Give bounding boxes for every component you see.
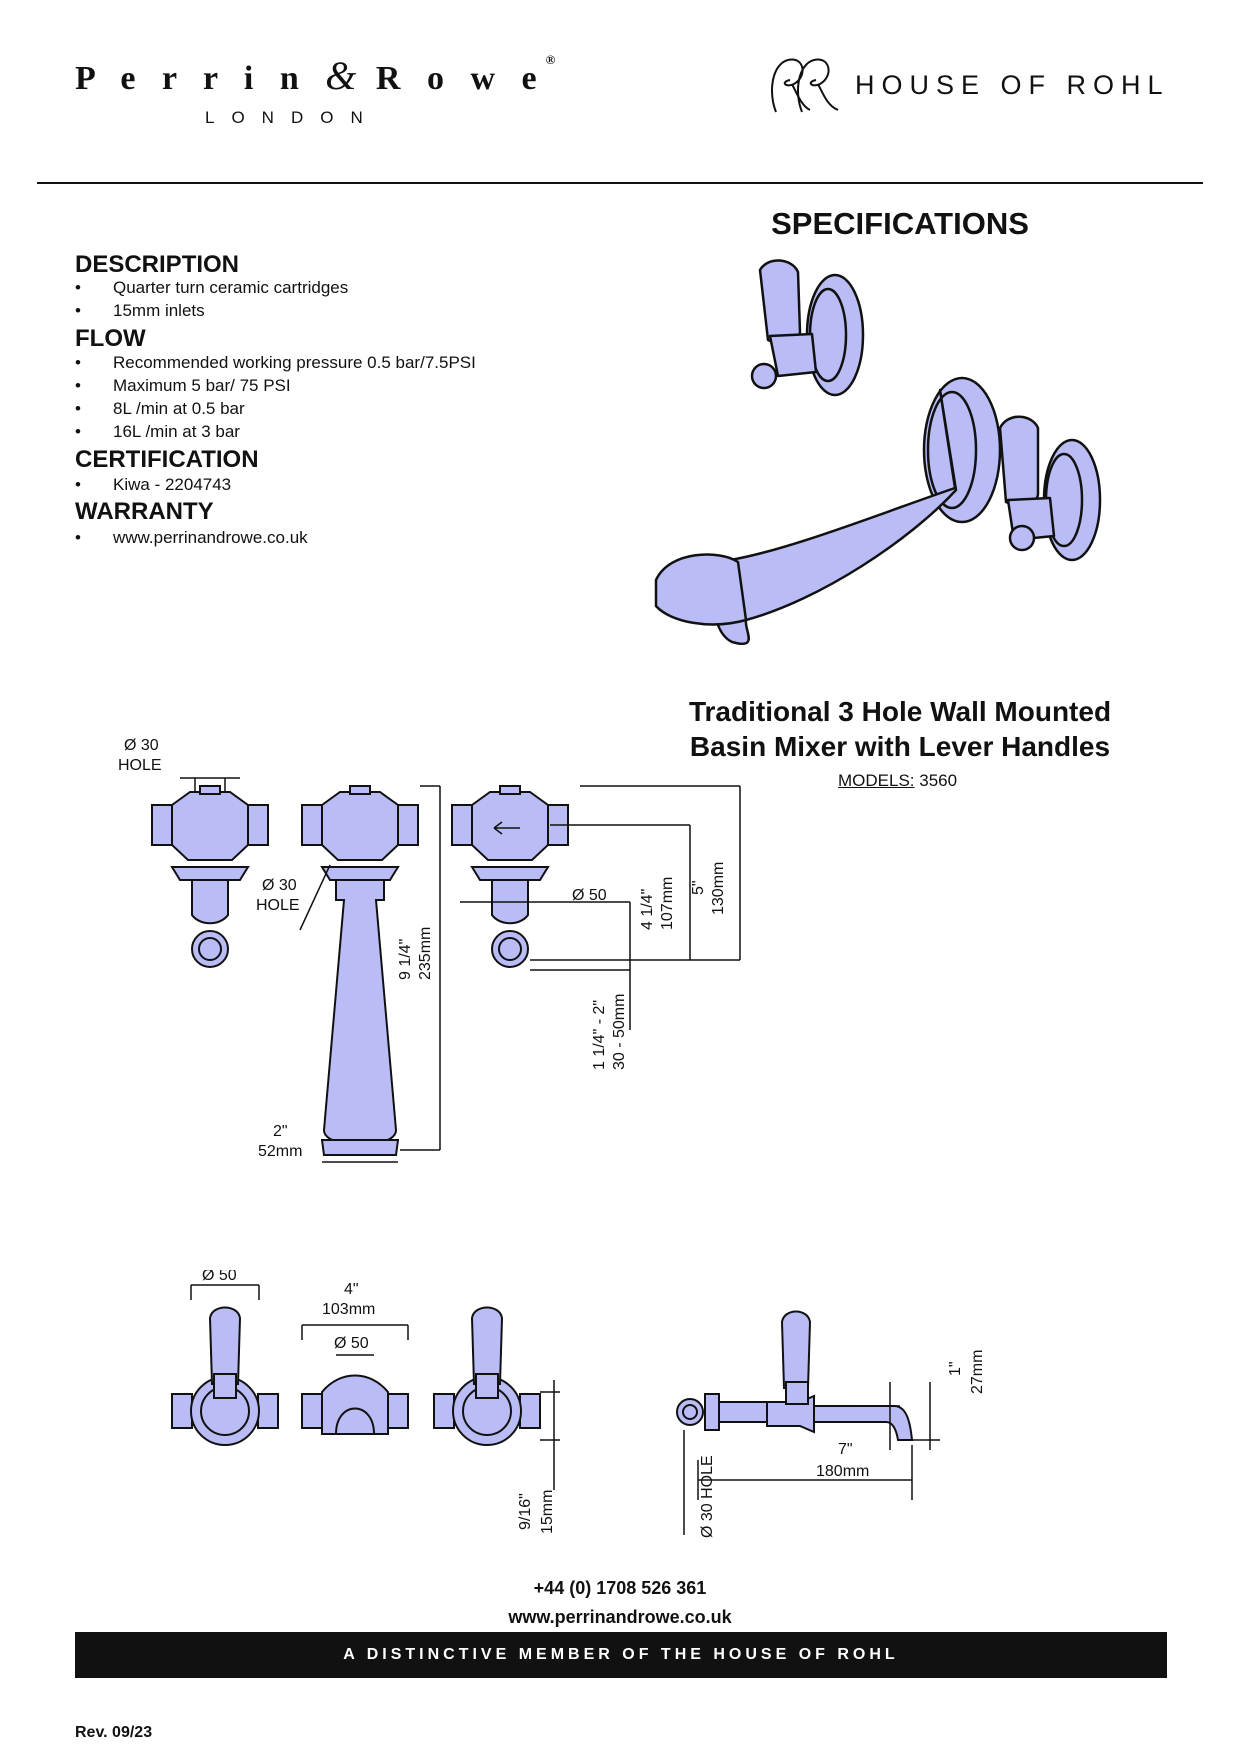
list-item: •Quarter turn ceramic cartridges — [75, 278, 349, 297]
product-title: Traditional 3 Hole Wall Mounted Basin Mi… — [630, 694, 1170, 764]
models-label: MODELS: — [838, 771, 915, 790]
footer-banner: A DISTINCTIVE MEMBER OF THE HOUSE OF ROH… — [75, 1632, 1167, 1678]
models-value: 3560 — [919, 771, 958, 790]
front-elevation-drawing: Ø 30 HOLE Ø 30 HOLE Ø 50 9 1/4" 235mm 4 … — [118, 737, 741, 1163]
dim-107mm: 107mm — [659, 877, 676, 930]
dim-130mm: 130mm — [710, 862, 727, 915]
footer-website-link[interactable]: www.perrinandrowe.co.uk — [508, 1607, 732, 1627]
dim-9-16-in: 9/16" — [517, 1493, 534, 1530]
dim-27mm: 27mm — [969, 1350, 986, 1394]
dim-diameter-30-hole-b: Ø 30 — [262, 877, 297, 894]
dim-103mm: 103mm — [322, 1301, 375, 1318]
brand-ampersand: & — [325, 53, 359, 98]
revision-label: Rev. 09/23 — [75, 1724, 153, 1741]
brand-logo-perrin-rowe: P e r r i n & R o w e® — [75, 52, 555, 99]
dim-1-in: 1" — [947, 1361, 964, 1376]
list-item: •8L /min at 0.5 bar — [75, 399, 245, 418]
plan-side-drawing: Ø 50 4" 103mm Ø 50 9/16" 15mm Ø 30 HOLE … — [171, 1270, 986, 1538]
models-line: MODELS: 3560 — [838, 771, 957, 791]
list-item: •16L /min at 3 bar — [75, 422, 240, 441]
dim-range-in: 1 1/4" - 2" — [591, 1000, 608, 1070]
dim-diameter-50-a: Ø 50 — [572, 887, 607, 904]
dim-15mm: 15mm — [539, 1490, 556, 1534]
dim-diameter-50-b: Ø 50 — [202, 1270, 237, 1284]
dim-hole-label-a: HOLE — [118, 757, 162, 774]
dim-diameter-50-c: Ø 50 — [334, 1335, 369, 1352]
rohl-monogram-icon — [771, 58, 839, 113]
section-heading-warranty: WARRANTY — [75, 498, 214, 525]
brand-name-part-1: P e r r i n — [75, 60, 308, 97]
specifications-title: SPECIFICATIONS — [771, 206, 1029, 241]
dim-7-in: 7" — [838, 1441, 853, 1458]
list-item: •Maximum 5 bar/ 75 PSI — [75, 376, 291, 395]
brand-house-of-rohl: HOUSE OF ROHL — [855, 70, 1170, 100]
dim-range-mm: 30 - 50mm — [611, 994, 628, 1070]
list-item: •www.perrinandrowe.co.uk — [75, 528, 308, 547]
dim-diameter-30-hole-c: Ø 30 HOLE — [699, 1455, 716, 1538]
dim-4-in: 4" — [344, 1281, 359, 1298]
section-heading-certification: CERTIFICATION — [75, 446, 259, 473]
dim-hole-label-b: HOLE — [256, 897, 300, 914]
list-item: •Recommended working pressure 0.5 bar/7.… — [75, 353, 476, 372]
dim-235mm: 235mm — [417, 927, 434, 980]
product-title-line-1: Traditional 3 Hole Wall Mounted — [688, 696, 1112, 727]
dim-180mm: 180mm — [816, 1463, 869, 1480]
list-item: •15mm inlets — [75, 301, 205, 320]
header-divider — [37, 182, 1203, 184]
section-heading-description: DESCRIPTION — [75, 251, 240, 278]
dim-9-1-4-in: 9 1/4" — [397, 939, 414, 980]
product-title-line-2: Basin Mixer with Lever Handles — [689, 731, 1111, 762]
brand-name-part-2: R o w e — [375, 60, 546, 97]
dim-4-1-4-in: 4 1/4" — [639, 889, 656, 930]
product-illustration — [654, 259, 1102, 645]
dim-2-in: 2" — [273, 1123, 288, 1140]
dim-5-in: 5" — [690, 880, 707, 895]
dim-diameter-30-hole-a: Ø 30 — [124, 737, 159, 754]
brand-sub-london: LONDON — [205, 108, 380, 127]
dim-52mm: 52mm — [258, 1143, 302, 1160]
section-heading-flow: FLOW — [75, 325, 146, 352]
registered-mark: ® — [545, 52, 556, 67]
list-item: •Kiwa - 2204743 — [75, 475, 232, 494]
footer-phone: +44 (0) 1708 526 361 — [533, 1578, 707, 1598]
